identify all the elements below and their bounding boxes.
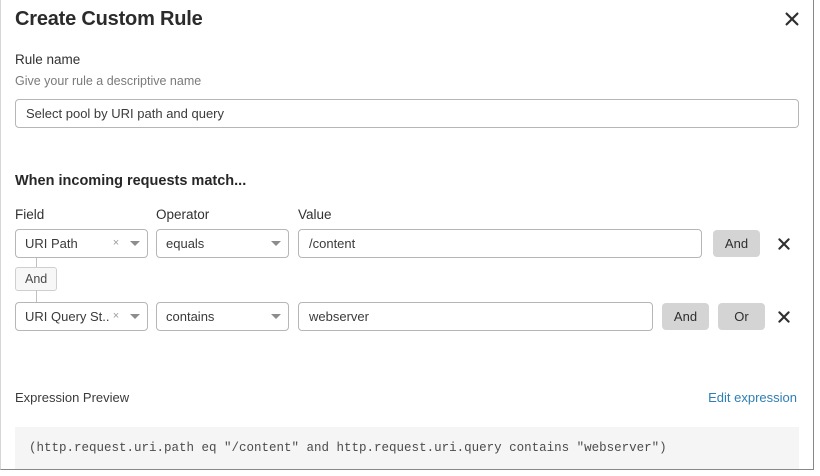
connector-line-bottom xyxy=(36,290,37,302)
delete-condition-1-icon[interactable] xyxy=(773,233,795,255)
operator-select-1[interactable]: equals xyxy=(156,229,289,258)
delete-condition-2-icon[interactable] xyxy=(773,306,795,328)
chevron-down-icon[interactable] xyxy=(264,314,288,319)
conditions-heading: When incoming requests match... xyxy=(15,173,247,189)
expression-preview-code: (http.request.uri.path eq "/content" and… xyxy=(15,427,799,469)
field-select-2-value: URI Query St... xyxy=(25,309,109,324)
expression-preview-label: Expression Preview xyxy=(15,390,130,405)
dialog-title: Create Custom Rule xyxy=(15,8,203,30)
operator-select-1-value: equals xyxy=(166,236,205,251)
close-icon[interactable] xyxy=(779,6,805,32)
column-header-field: Field xyxy=(15,207,45,222)
chevron-down-icon[interactable] xyxy=(264,241,288,246)
field-select-2-clear-icon[interactable]: × xyxy=(112,310,120,322)
chevron-down-icon[interactable] xyxy=(123,241,147,246)
and-button-1[interactable]: And xyxy=(713,230,760,257)
or-button-2[interactable]: Or xyxy=(718,303,765,330)
operator-select-2[interactable]: contains xyxy=(156,302,289,331)
operator-select-2-value: contains xyxy=(166,309,215,324)
column-header-value: Value xyxy=(298,207,332,222)
chevron-down-icon[interactable] xyxy=(123,314,147,319)
connector-and-pill[interactable]: And xyxy=(15,267,58,291)
rule-name-label: Rule name xyxy=(15,52,81,67)
rule-name-input[interactable] xyxy=(15,99,799,128)
rule-name-hint: Give your rule a descriptive name xyxy=(15,74,202,88)
and-button-2[interactable]: And xyxy=(662,303,709,330)
value-input-1[interactable] xyxy=(298,229,702,258)
field-select-1-clear-icon[interactable]: × xyxy=(112,237,120,249)
connector-line-top xyxy=(36,258,37,268)
value-input-2[interactable] xyxy=(298,302,653,331)
field-select-2[interactable]: URI Query St... × xyxy=(15,302,148,331)
edit-expression-link[interactable]: Edit expression xyxy=(708,390,797,405)
field-select-1[interactable]: URI Path × xyxy=(15,229,148,258)
field-select-1-value: URI Path xyxy=(25,236,78,251)
column-header-operator: Operator xyxy=(156,207,210,222)
